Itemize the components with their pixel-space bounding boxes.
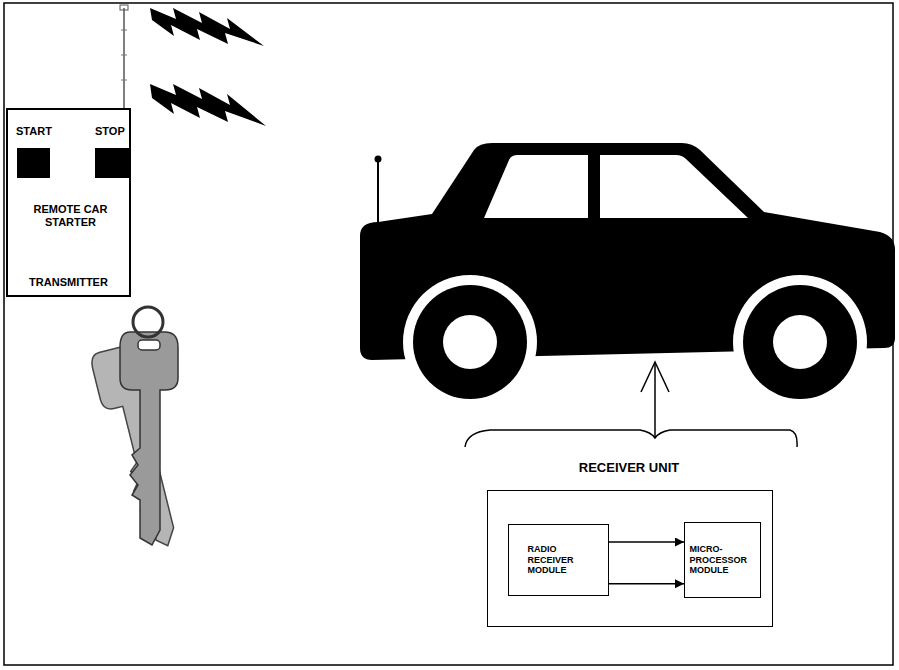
button-label: START: [16, 125, 52, 138]
car-antenna: [377, 160, 379, 224]
antenna: [123, 8, 125, 110]
hubcap: [443, 315, 497, 369]
key: [120, 332, 178, 545]
unit-heading: RECEIVER UNIT: [488, 461, 770, 476]
antenna-tip: [120, 5, 128, 10]
wheel-well: [733, 275, 867, 409]
button-label: STOP: [95, 125, 125, 138]
signal-arrow: [609, 541, 684, 543]
radio-wave: [150, 84, 266, 126]
wheel-well: [403, 275, 537, 409]
device-name: REMOTE CAR STARTER: [28, 203, 113, 228]
tire: [743, 285, 857, 399]
module-box: RADIO RECEIVER MODULE: [508, 524, 609, 596]
tire: [413, 285, 527, 399]
car-window: [484, 155, 588, 218]
bracket: [465, 430, 797, 447]
key-ring: [133, 307, 163, 337]
signal-arrow: [609, 583, 684, 585]
stop-button: [95, 148, 129, 178]
key-hole: [138, 340, 160, 350]
frame: [4, 3, 893, 665]
pointer-arrowhead: [641, 362, 669, 392]
antenna-segments: [121, 30, 127, 80]
car-window: [600, 155, 748, 218]
module-label: MICRO- PROCESSOR MODULE: [690, 544, 756, 575]
hubcap: [773, 315, 827, 369]
transmitter-box: START STOP REMOTE CAR STARTER TRANSMITTER: [6, 108, 131, 297]
module-box: MICRO- PROCESSOR MODULE: [684, 522, 761, 598]
pointer-arrow: [654, 364, 656, 438]
device-name: TRANSMITTER: [8, 276, 129, 289]
module-label: RADIO RECEIVER MODULE: [528, 544, 590, 575]
receiver-unit-box: RECEIVER UNITRADIO RECEIVER MODULEMICRO-…: [487, 490, 773, 627]
start-button: [17, 148, 50, 178]
car-antenna-tip: [375, 156, 382, 163]
radio-wave: [150, 8, 264, 46]
